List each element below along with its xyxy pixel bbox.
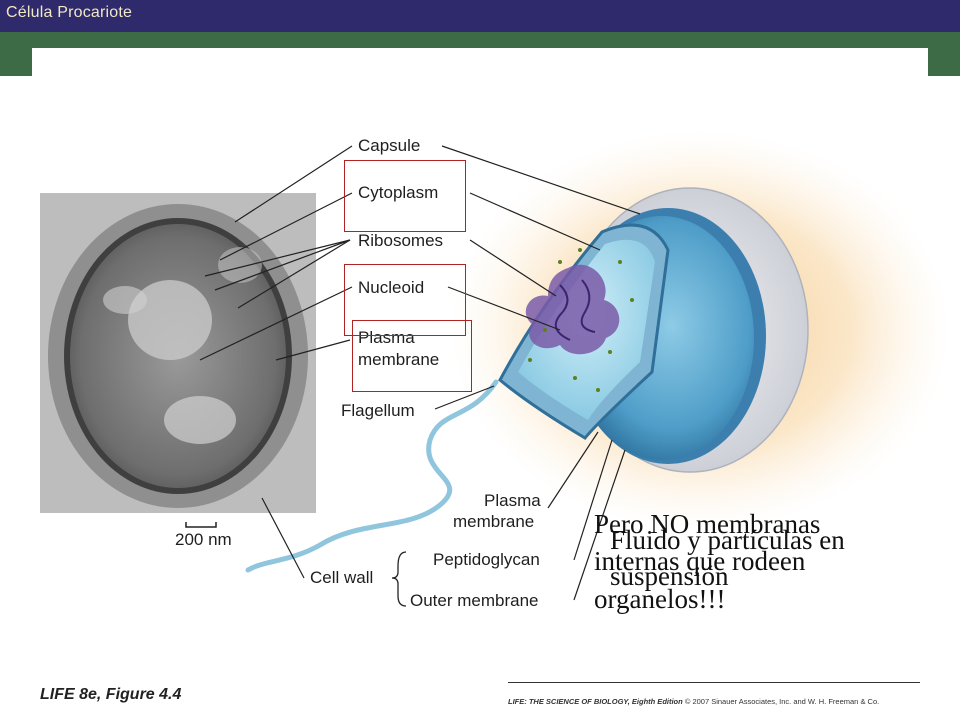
label-flagellum: Flagellum bbox=[341, 401, 415, 420]
micrograph-nucleoid-region bbox=[164, 396, 236, 444]
micrograph-clear-region bbox=[103, 286, 147, 314]
label-outer-membrane: Outer membrane bbox=[410, 591, 539, 610]
label-cell-wall: Cell wall bbox=[310, 568, 374, 587]
micrograph-clear-region bbox=[218, 247, 262, 283]
label-peptidoglycan: Peptidoglycan bbox=[433, 550, 540, 569]
note-fluid-line2: suspensión bbox=[610, 561, 729, 591]
nucleoid-strands bbox=[554, 279, 596, 341]
label-ribosomes: Ribosomes bbox=[358, 231, 444, 250]
highlight-box-plasma-membrane bbox=[352, 320, 472, 392]
highlight-box-nucleoid bbox=[344, 264, 466, 336]
credit-rest: © 2007 Sinauer Associates, Inc. and W. H… bbox=[684, 697, 880, 706]
label-cytoplasm: Cytoplasm bbox=[358, 183, 439, 202]
label-plasma-membrane-bottom-line1: Plasma bbox=[484, 491, 541, 510]
label-plasma-membrane-top-line1: Plasma bbox=[358, 328, 415, 347]
cell-wall-brace bbox=[391, 551, 407, 607]
label-scale-bar: 200 nm bbox=[175, 530, 232, 549]
footer-divider bbox=[508, 682, 920, 683]
nucleoid-dna bbox=[525, 264, 620, 355]
figure-reference: LIFE 8e, Figure 4.4 bbox=[40, 686, 182, 703]
micrograph-nucleoid bbox=[128, 280, 212, 360]
note-membranes-line2: internas que rodeen bbox=[594, 546, 806, 576]
highlight-box-cytoplasm bbox=[344, 160, 466, 232]
scale-bar bbox=[185, 522, 217, 528]
title-bar: Célula Procariote bbox=[0, 0, 960, 32]
footer-credit: LIFE: THE SCIENCE OF BIOLOGY, Eighth Edi… bbox=[508, 697, 879, 706]
note-membranes-line3: organelos!!! bbox=[594, 584, 726, 614]
label-nucleoid: Nucleoid bbox=[358, 278, 425, 297]
label-plasma-membrane-bottom-line2: membrane bbox=[453, 512, 535, 531]
flagellum-shape bbox=[245, 379, 499, 573]
credit-title: LIFE: THE SCIENCE OF BIOLOGY, Eighth Edi… bbox=[508, 697, 683, 706]
note-membranes-line1: Pero NO membranas bbox=[594, 509, 821, 539]
label-capsule: Capsule bbox=[358, 136, 421, 155]
leader-lines bbox=[199, 145, 641, 601]
label-plasma-membrane-top-line2: membrane bbox=[358, 350, 440, 369]
ribosome-dots bbox=[528, 248, 634, 392]
slide-title: Célula Procariote bbox=[6, 4, 133, 21]
note-fluid-line1: Fluido y partículas en bbox=[610, 525, 845, 555]
